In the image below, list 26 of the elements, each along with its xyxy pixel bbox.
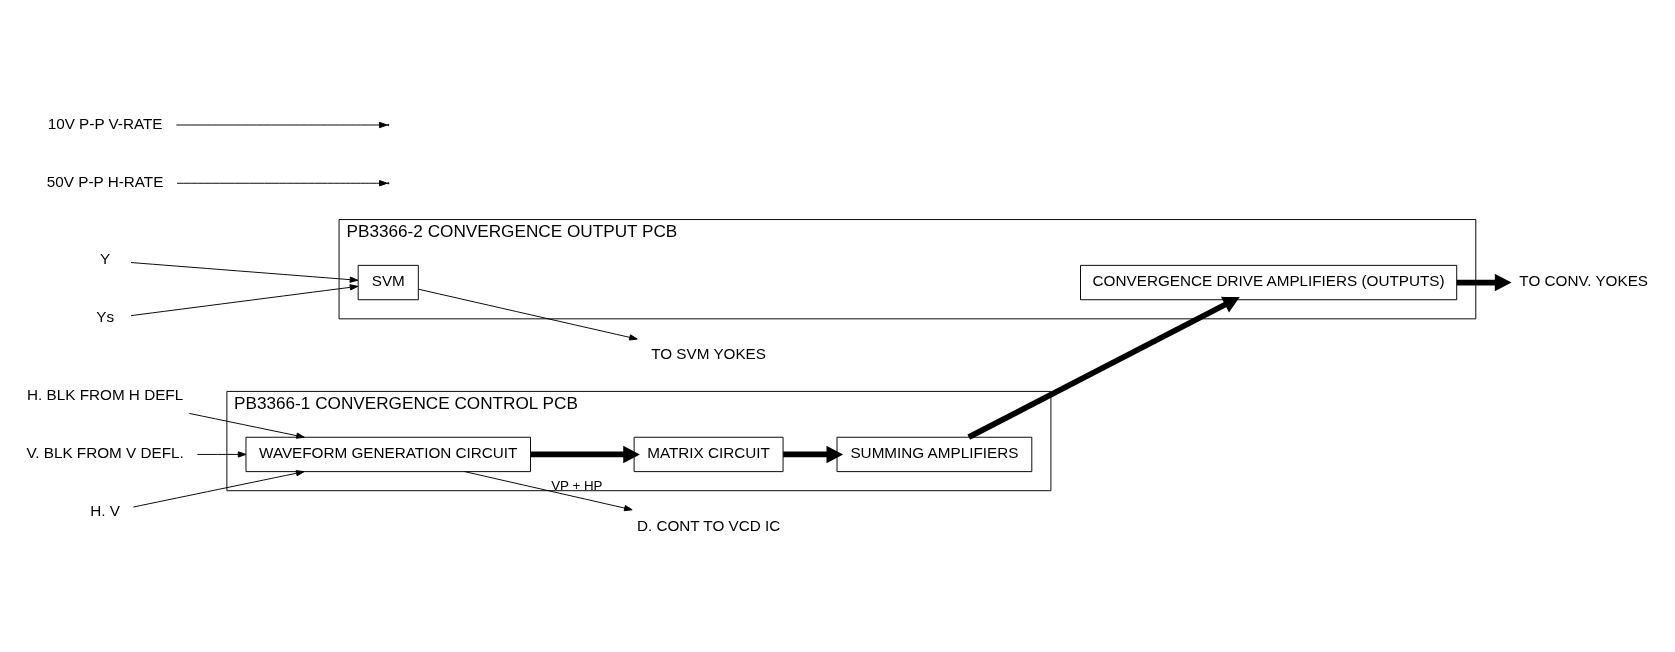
arrow — [196, 451, 247, 458]
arrow — [188, 412, 305, 439]
node-box: MATRIX CIRCUIT — [633, 436, 784, 473]
node-box: CONVERGENCE DRIVE AMPLIFIERS (OUTPUTS) — [1080, 264, 1458, 301]
arrow — [130, 262, 359, 283]
arrow — [130, 284, 359, 317]
node-text: TO SVM YOKES — [651, 344, 767, 362]
node-text: H. V — [90, 502, 120, 520]
node-box: SVM — [357, 264, 419, 301]
arrow — [783, 445, 844, 464]
arrow — [967, 296, 1240, 440]
node-text: 10V P-P V-RATE — [47, 114, 163, 132]
node-text: H. BLK FROM H DEFL — [27, 385, 184, 403]
edge-label: VP + HP — [551, 477, 603, 493]
arrow — [132, 470, 305, 508]
node-text: V. BLK FROM V DEFL. — [26, 444, 184, 462]
arrow — [530, 445, 640, 464]
node-text: 50V P-P H-RATE — [46, 172, 164, 190]
node-text: Ys — [96, 308, 115, 326]
node-text: D. CONT TO VCD IC — [636, 516, 781, 534]
node-text: Y — [100, 250, 111, 268]
node-text: TO CONV. YOKES — [1519, 272, 1649, 290]
node-box: WAVEFORM GENERATION CIRCUIT — [245, 436, 531, 473]
arrow — [1456, 273, 1512, 292]
arrow — [418, 288, 638, 341]
node-box: SUMMING AMPLIFIERS — [836, 436, 1033, 473]
